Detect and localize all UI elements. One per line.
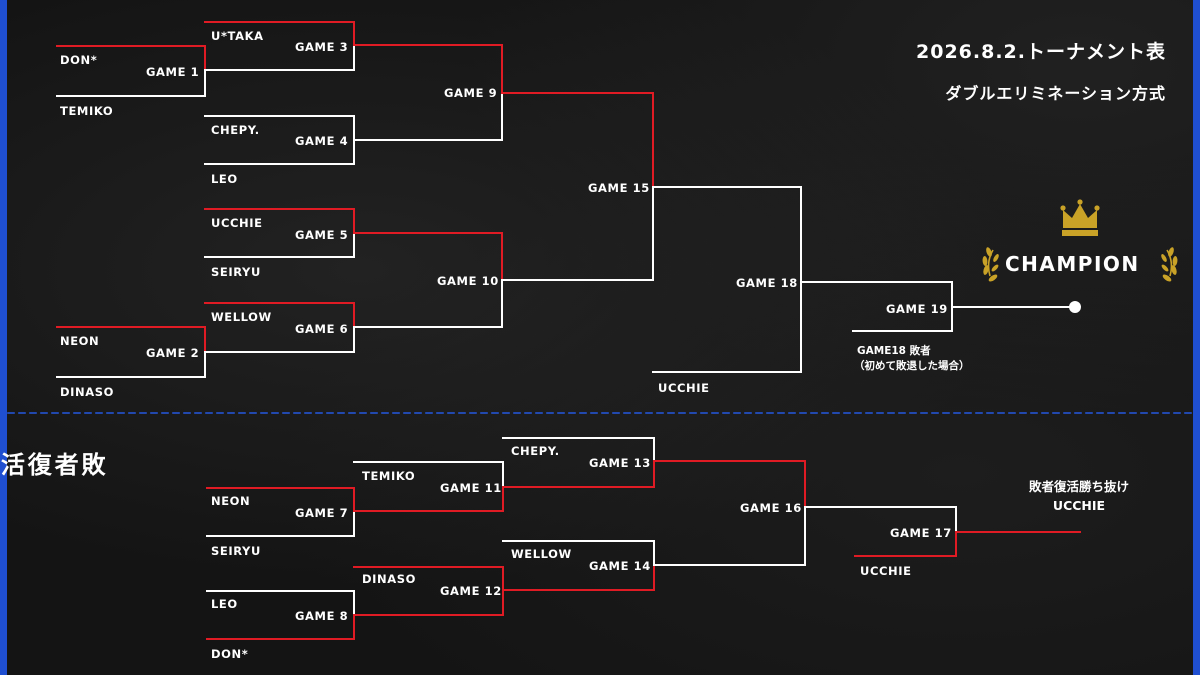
line-g15-top — [501, 92, 654, 188]
game-label: GAME 17 — [890, 526, 952, 540]
losers-label-char: 活 — [0, 452, 25, 476]
player-name: SEIRYU — [211, 265, 261, 279]
line-g16-top — [653, 460, 806, 508]
game-label: GAME 9 — [444, 86, 498, 100]
game-label: GAME 15 — [588, 181, 650, 195]
line-g3-bottom — [204, 44, 355, 71]
losers-bracket-label: 敗 者 復 活 ト ー ナ メ ン ト — [0, 452, 105, 476]
line-g9-top — [353, 44, 503, 94]
losers-label-char: 者 — [50, 452, 79, 476]
laurel-right-icon — [1161, 247, 1178, 282]
line-g19-bottom — [852, 306, 953, 332]
player-name: CHEPY. — [511, 444, 560, 458]
player-name: UCCHIE — [860, 564, 912, 578]
line-g10-top — [353, 232, 503, 281]
game-label: GAME 11 — [440, 481, 502, 495]
champion-label: CHAMPION — [1005, 252, 1140, 276]
game-label: GAME 13 — [589, 456, 651, 470]
losers-winner-name: UCCHIE — [1052, 498, 1106, 513]
line-g18-top — [652, 186, 802, 283]
game-label: GAME 12 — [440, 584, 502, 598]
line-g11-bottom — [353, 486, 504, 512]
game-label: GAME 16 — [740, 501, 802, 515]
player-name: NEON — [211, 494, 251, 508]
line-g8-bottom — [206, 614, 355, 640]
player-name: DON* — [60, 53, 98, 67]
line-g17-bottom — [854, 531, 957, 557]
game-label: GAME 3 — [295, 40, 349, 54]
player-name: TEMIKO — [60, 104, 114, 118]
laurel-left-icon — [982, 247, 999, 282]
line-g2-bottom — [56, 351, 206, 378]
player-name: TEMIKO — [362, 469, 416, 483]
losers-label-char: 敗 — [77, 452, 105, 476]
line-g19-top — [800, 281, 953, 308]
player-name: UCCHIE — [211, 216, 263, 230]
player-name: U*TAKA — [211, 29, 264, 43]
player-name: WELLOW — [211, 310, 272, 324]
game-label: GAME 18 — [736, 276, 798, 290]
game19-note-line1: GAME18 敗者 — [857, 345, 931, 357]
line-g16-bottom — [653, 506, 806, 566]
line-g3-top — [204, 21, 355, 46]
line-g7-bottom — [206, 510, 355, 537]
player-name: DON* — [211, 647, 249, 661]
player-name: LEO — [211, 597, 238, 611]
line-g8-top — [206, 590, 355, 616]
line-g5-top — [204, 208, 355, 234]
line-g6-top — [204, 302, 355, 328]
line-g2-top — [56, 326, 206, 353]
player-name: DINASO — [362, 572, 417, 586]
line-g18-bottom — [652, 281, 802, 373]
crown-icon — [1060, 199, 1100, 236]
line-g12-bottom — [353, 589, 504, 616]
line-g7-top — [206, 487, 355, 512]
game-label: GAME 6 — [295, 322, 349, 336]
game-label: GAME 1 — [146, 65, 200, 79]
line-g10-bottom — [353, 279, 503, 328]
player-name: DINASO — [60, 385, 115, 399]
player-name: LEO — [211, 172, 238, 186]
line-g1-bottom — [56, 69, 206, 97]
player-name: UCCHIE — [658, 381, 710, 395]
line-g13-top — [502, 437, 655, 462]
player-name: CHEPY. — [211, 123, 260, 137]
player-name: NEON — [60, 334, 100, 348]
game-label: GAME 4 — [295, 134, 349, 148]
page-subtitle: ダブルエリミネーション方式 — [945, 84, 1166, 103]
game19-note-line2: （初めて敗退した場合） — [854, 360, 970, 372]
game-label: GAME 14 — [589, 559, 651, 573]
line-g17-top — [804, 506, 957, 533]
page-title: 2026.8.2.トーナメント表 — [916, 41, 1166, 63]
end-dot-icon — [1069, 301, 1081, 313]
right-edge-bar — [1193, 0, 1200, 675]
game-label: GAME 8 — [295, 609, 349, 623]
line-g13-bottom — [502, 460, 655, 488]
line-g5-bottom — [204, 232, 355, 258]
game-label: GAME 10 — [437, 274, 499, 288]
line-g9-bottom — [353, 92, 503, 141]
line-g6-bottom — [204, 326, 355, 353]
player-name: WELLOW — [511, 547, 572, 561]
line-g1-top — [56, 45, 206, 71]
game-label: GAME 5 — [295, 228, 349, 242]
losers-winner-title: 敗者復活勝ち抜け — [1028, 479, 1129, 494]
player-name: SEIRYU — [211, 544, 261, 558]
game-label: GAME 19 — [886, 302, 948, 316]
line-g4-bottom — [204, 139, 355, 165]
line-g14-bottom — [502, 564, 655, 591]
line-g12-top — [353, 566, 504, 591]
line-g14-top — [502, 540, 655, 566]
line-g15-bottom — [501, 186, 654, 281]
left-edge-bar — [0, 0, 7, 675]
game-label: GAME 2 — [146, 346, 200, 360]
game-label: GAME 7 — [295, 506, 349, 520]
losers-label-char: 復 — [23, 452, 52, 476]
line-g4-top — [204, 115, 355, 141]
line-g11-top — [353, 461, 504, 488]
